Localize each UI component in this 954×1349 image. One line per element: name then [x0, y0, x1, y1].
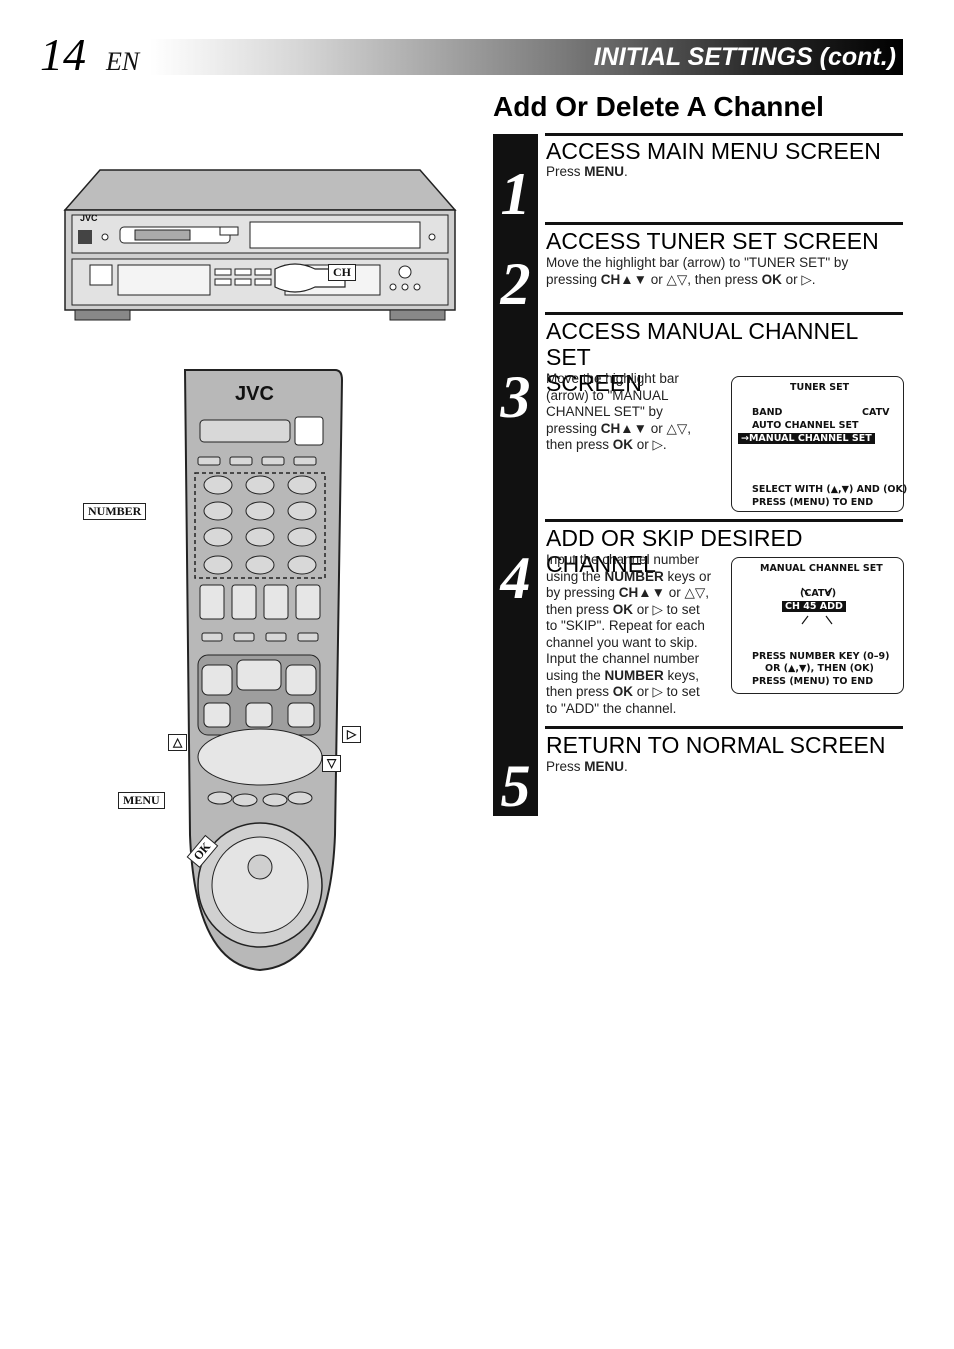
header-title: INITIAL SETTINGS (cont.)	[593, 43, 896, 71]
step-number-5: 5	[500, 753, 531, 819]
vcr-ch-callout: CH	[328, 264, 356, 281]
step-3-text: Move the highlight bar (arrow) to "MANUA…	[546, 371, 692, 452]
osd-menu-item-manual: →MANUAL CHANNEL SET	[738, 432, 875, 445]
blink-marks-icon	[801, 587, 833, 625]
manual-channel-set-screen: MANUAL CHANNEL SET (CATV) CH 45 ADD PRES…	[731, 557, 904, 694]
osd-footer-end: PRESS (MENU) TO END	[752, 497, 874, 508]
osd-footer-number: PRESS NUMBER KEY (0–9)	[752, 651, 890, 662]
remote-up-callout: △	[168, 734, 188, 751]
step-number-4: 4	[500, 545, 531, 611]
page-number: 14	[40, 29, 86, 80]
section-title: Add Or Delete A Channel	[493, 91, 824, 122]
osd-footer-end: PRESS (MENU) TO END	[752, 676, 874, 687]
step-1-rule	[545, 133, 903, 136]
osd-band-value: CATV	[862, 407, 890, 418]
osd-menu-item-auto: AUTO CHANNEL SET	[752, 420, 859, 431]
vcr-illustration: JVC CH	[60, 165, 460, 325]
tuner-set-screen: TUNER SET BAND CATV AUTO CHANNEL SET →MA…	[731, 376, 908, 512]
osd-footer-select: SELECT WITH (▲,▼) AND (OK)	[752, 484, 908, 495]
step-number-band: 1 2 3 4 5	[493, 134, 538, 816]
remote-down-callout: ▽	[322, 755, 342, 772]
page-language: EN	[106, 47, 140, 76]
osd-band-label: BAND	[752, 407, 783, 418]
osd-footer-ok: OR (▲,▼), THEN (OK)	[765, 663, 874, 674]
osd-title: TUNER SET	[790, 382, 850, 393]
step-number-2: 2	[500, 251, 531, 317]
step-1-heading: ACCESS MAIN MENU SCREEN	[546, 138, 881, 164]
osd-title: MANUAL CHANNEL SET	[760, 563, 883, 574]
step-2-text: Move the highlight bar (arrow) to "TUNER…	[546, 255, 849, 287]
remote-right-callout: ▷	[342, 726, 362, 743]
step-5-rule	[545, 726, 903, 729]
step-4-heading: ADD OR SKIP DESIRED CHANNEL	[546, 525, 803, 577]
header-bar	[150, 39, 903, 75]
remote-menu-callout: MENU	[118, 792, 165, 809]
step-5-heading: RETURN TO NORMAL SCREEN	[546, 732, 886, 758]
step-2-heading: ACCESS TUNER SET SCREEN	[546, 228, 879, 254]
step-number-1: 1	[500, 161, 531, 227]
step-4-text: Input the channel number using the NUMBE…	[546, 552, 712, 716]
step-3-rule	[545, 312, 903, 315]
osd-band: (CATV)	[800, 588, 837, 599]
step-3-heading: ACCESS MANUAL CHANNEL SET SCREEN	[546, 318, 858, 396]
vcr-brand-logo: JVC	[80, 213, 98, 223]
step-2-rule	[545, 222, 903, 225]
remote-number-callout: NUMBER	[83, 503, 147, 520]
osd-channel-row: CH 45 ADD	[782, 600, 846, 613]
step-4-rule	[545, 519, 903, 522]
remote-brand-logo: JVC	[235, 383, 274, 405]
step-5-text: Press MENU.	[546, 759, 628, 774]
step-1-text: Press MENU.	[546, 164, 628, 179]
remote-illustration: JVC NUMBER MENU △ ▷ ▽ OK	[80, 365, 380, 975]
step-number-3: 3	[500, 364, 531, 430]
